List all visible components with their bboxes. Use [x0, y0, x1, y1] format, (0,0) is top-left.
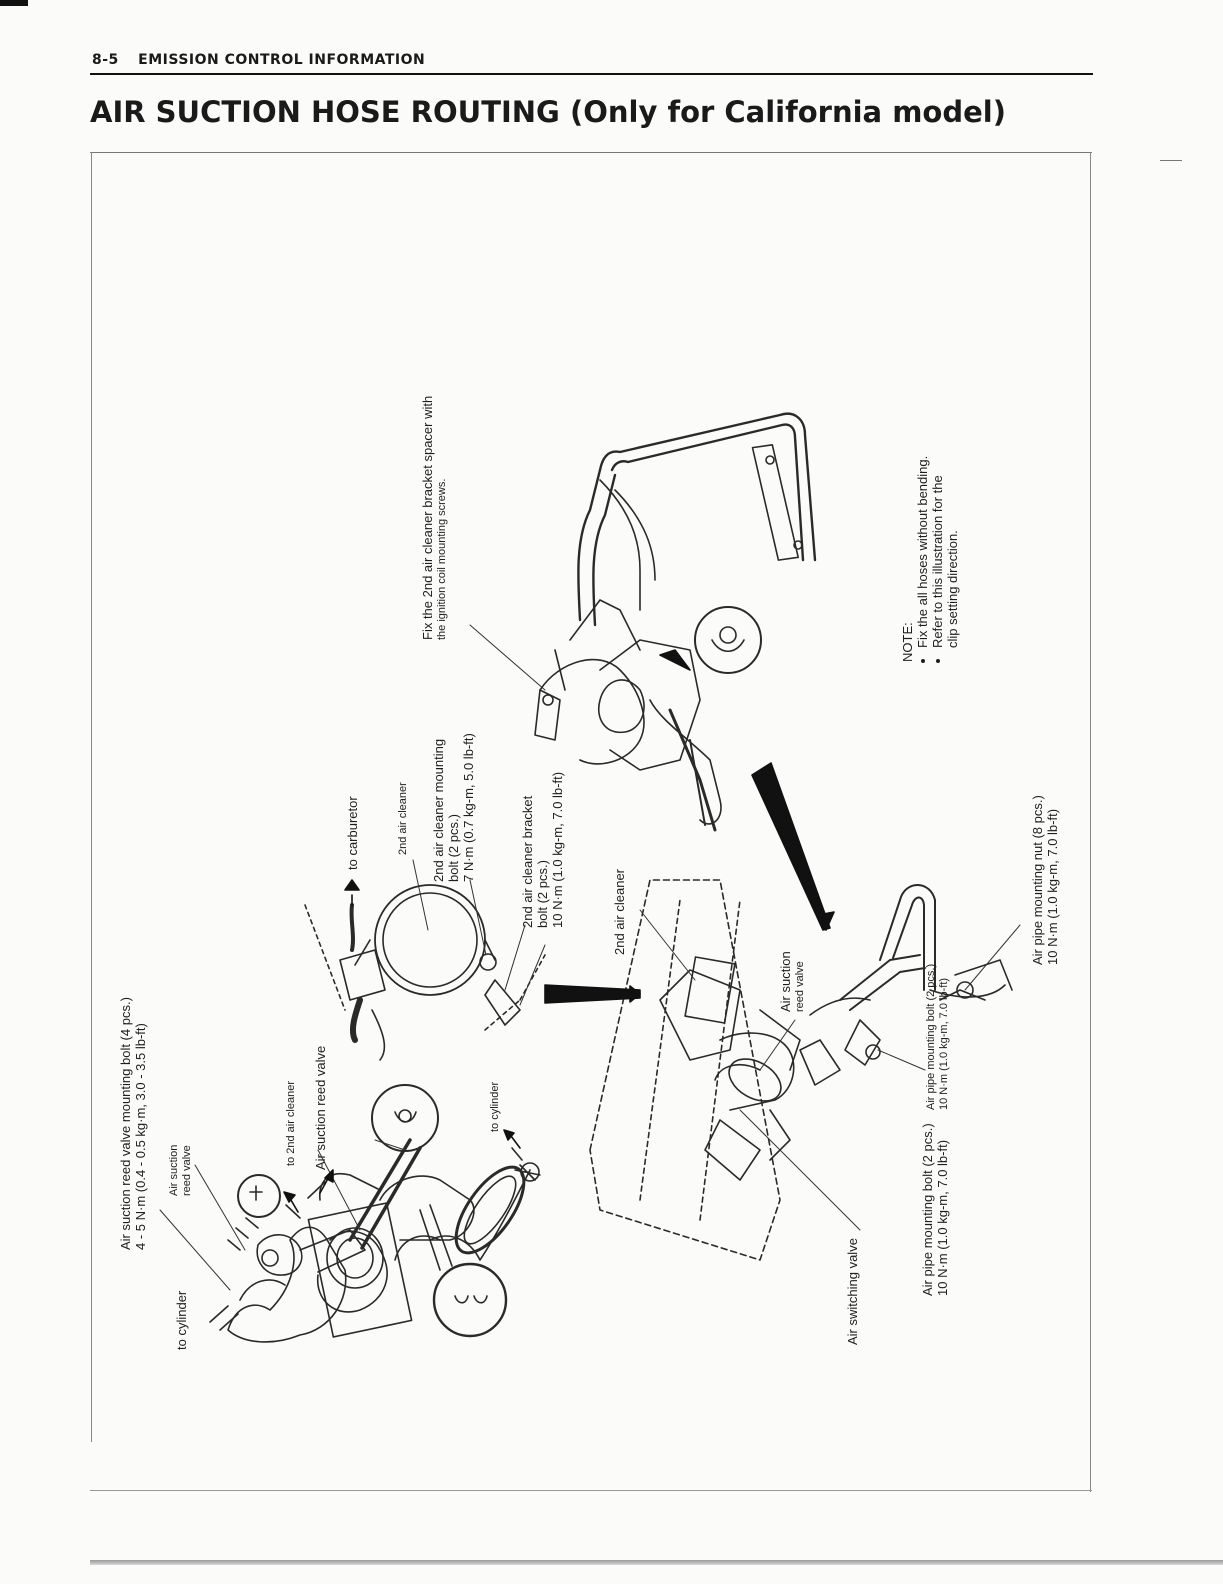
second-air-cleaner-label-1: 2nd air cleaner	[397, 782, 409, 855]
second-air-cleaner-assembly	[304, 884, 546, 1061]
note-item: clip setting direction.	[945, 530, 960, 648]
section-name: EMISSION CONTROL INFORMATION	[138, 52, 426, 68]
scan-bottom-edge	[90, 1560, 1223, 1565]
fix-spacer-instruction: Fix the 2nd air cleaner bracket spacer w…	[420, 395, 448, 640]
to-cylinder-label-2: to cylinder	[489, 1081, 501, 1132]
cleaner-bracket-bolt-label: 2nd air cleaner bracket bolt (2 pcs.) 10…	[520, 771, 565, 928]
cleaner-mounting-bolt-label: 2nd air cleaner mounting bolt (2 pcs.) 7…	[431, 733, 476, 882]
page-number: 8-5	[92, 52, 119, 68]
reed-valve-bolt-label: Air suction reed valve mounting bolt (4 …	[118, 997, 148, 1250]
frame-left	[91, 152, 92, 1442]
to-2nd-air-cleaner-label: to 2nd air cleaner	[285, 1081, 297, 1166]
clip-detail-circles	[237, 606, 762, 1338]
left-reed-valve-assembly	[227, 1138, 541, 1343]
air-suction-reed-valve-small-label: Air suction reed valve	[168, 1144, 193, 1196]
note-item: Refer to this illustration for the	[930, 456, 945, 648]
second-air-cleaner-label-2: 2nd air cleaner	[612, 869, 627, 955]
pipe-nut-label: Air pipe mounting nut (8 pcs.) 10 N·m (1…	[1030, 795, 1060, 965]
direction-arrows	[283, 879, 521, 1213]
air-suction-reed-valve-right-label: Air suction reed valve	[778, 951, 806, 1012]
flow-arrows-left	[209, 1147, 523, 1331]
page-title: AIR SUCTION HOSE ROUTING (Only for Calif…	[90, 95, 1006, 129]
frame-top	[90, 152, 1092, 153]
upper-right-pipe-assembly	[534, 412, 817, 832]
frame-bottom	[90, 1490, 1092, 1491]
pipe-bolt-label-2: Air pipe mounting bolt (2 pcs.) 10 N·m (…	[925, 963, 950, 1110]
to-cylinder-label-1: to cylinder	[174, 1290, 189, 1350]
note-heading: NOTE:	[900, 622, 915, 662]
note-item: Fix the all hoses without bending.	[915, 456, 930, 648]
scan-corner-mark	[0, 0, 28, 6]
to-carburetor-label: to carburetor	[345, 796, 360, 870]
air-switching-valve-label: Air switching valve	[845, 1238, 860, 1345]
pipe-bolt-label-1: Air pipe mounting bolt (2 pcs.) 10 N·m (…	[920, 1123, 950, 1296]
frame-and-switching-valve	[589, 879, 1013, 1261]
pointer-arrows	[544, 649, 835, 1004]
scan-side-mark	[1160, 160, 1182, 161]
air-suction-reed-valve-label: Air suction reed valve	[313, 1045, 328, 1170]
leader-lines	[159, 624, 1021, 1291]
page-header: 8-5 EMISSION CONTROL INFORMATION	[92, 52, 1092, 68]
header-rule	[90, 73, 1093, 75]
note-block: NOTE: Fix the all hoses without bending.…	[900, 456, 960, 662]
frame-right	[1090, 152, 1091, 1492]
